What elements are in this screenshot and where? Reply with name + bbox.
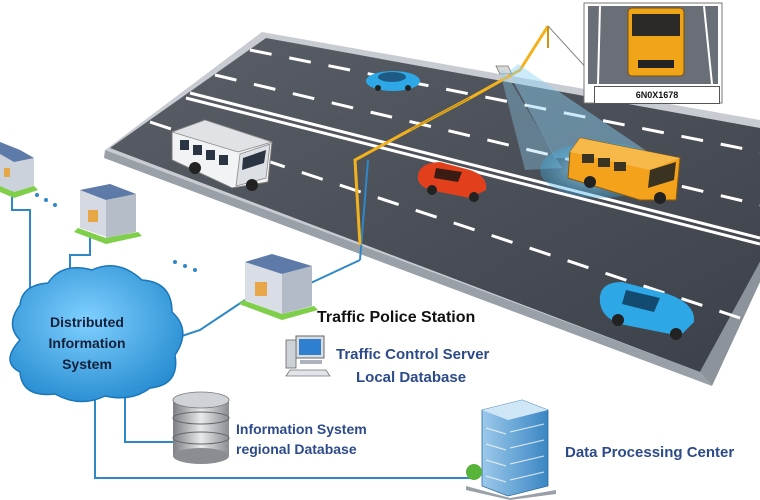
house-icon <box>74 184 142 244</box>
red-car <box>417 162 487 202</box>
is-database-label-line2: regional Database <box>236 441 357 457</box>
house-icon <box>0 142 38 198</box>
yellow-bus <box>567 137 681 204</box>
blue-car-top <box>366 71 420 91</box>
cloud-icon <box>9 265 184 403</box>
blue-car-bottom <box>599 282 695 340</box>
white-bus <box>170 119 274 191</box>
server-monitor-icon <box>285 335 331 377</box>
license-plate-label: 6N0X1678 <box>594 86 720 104</box>
office-building-icon <box>466 399 556 500</box>
connection-dots <box>35 193 197 272</box>
is-database-label-line1: Information System <box>236 421 367 437</box>
data-center-label: Data Processing Center <box>565 444 735 461</box>
house-icon <box>239 254 318 320</box>
surveillance-camera-icon <box>353 25 660 246</box>
database-icon <box>172 391 230 464</box>
control-server-label: Traffic Control Server <box>336 346 490 363</box>
road <box>104 32 760 386</box>
police-station-label: Traffic Police Station <box>317 309 476 326</box>
distributed-system-label: Distributed Information System <box>48 314 126 372</box>
local-database-label: Local Database <box>356 369 467 386</box>
